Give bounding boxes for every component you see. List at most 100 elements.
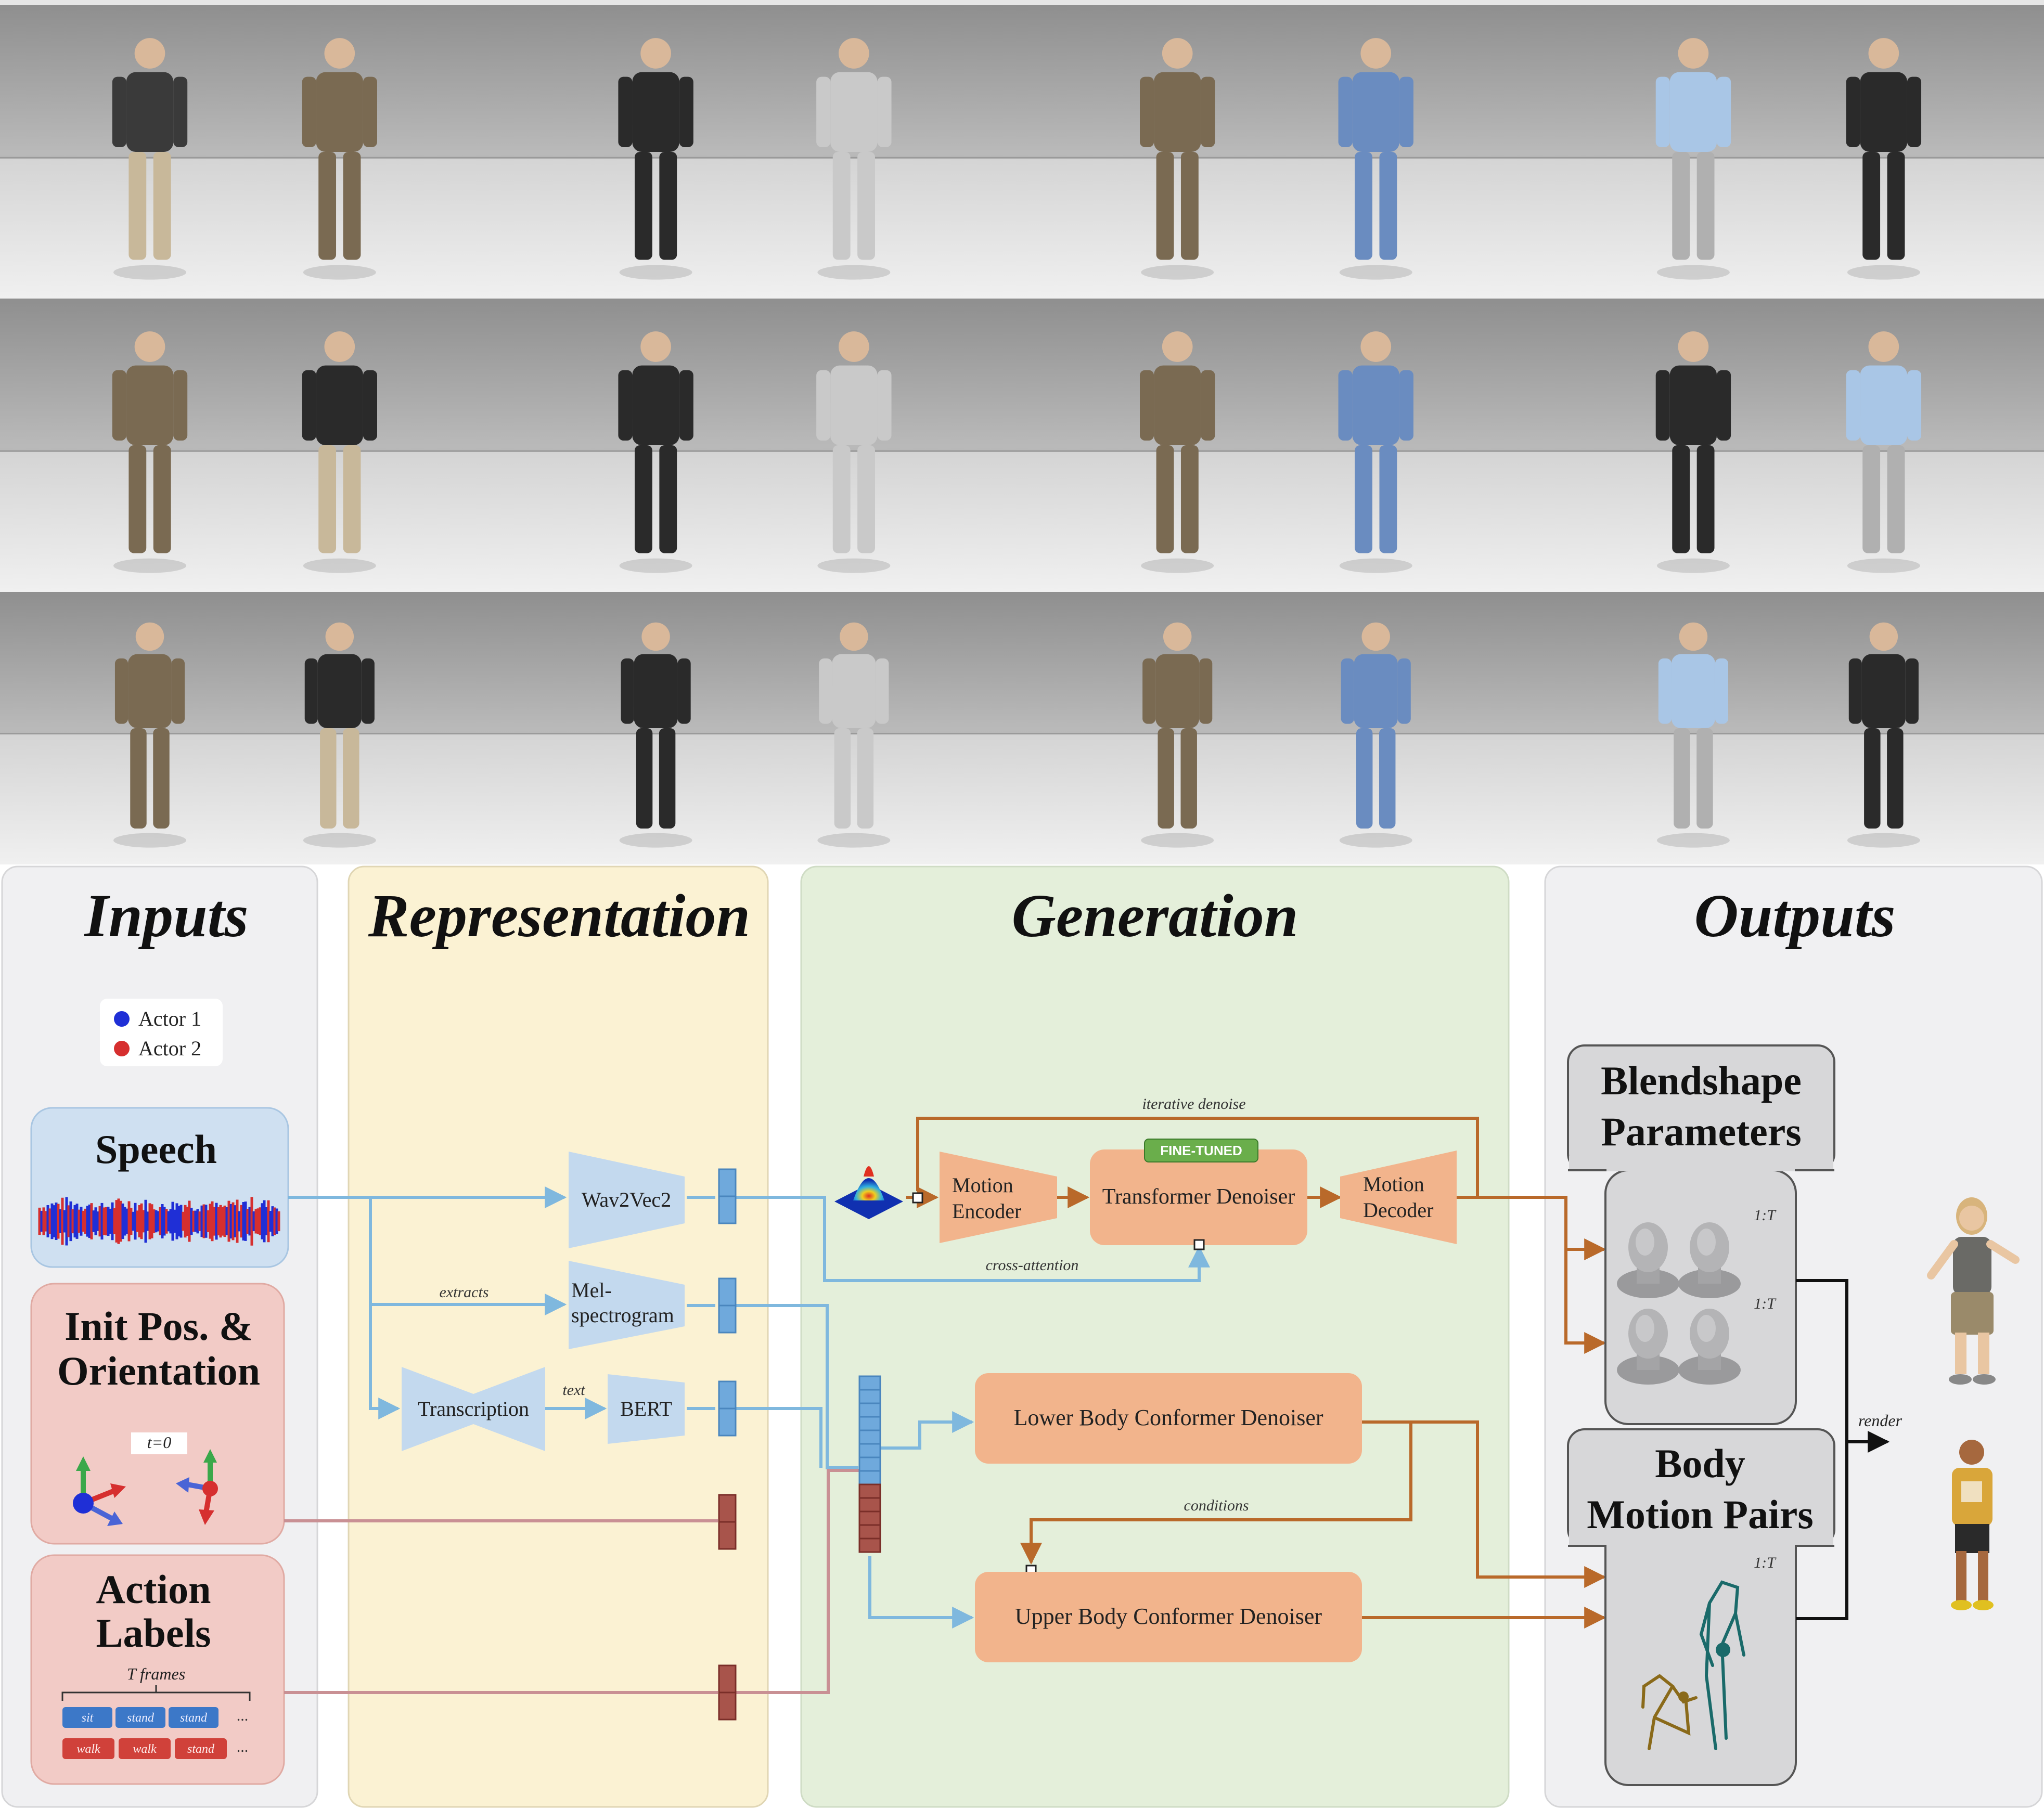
face-mesh-icon (1678, 1222, 1741, 1298)
transcription-block: Transcription (402, 1367, 545, 1451)
body-motion-range: 1:T (1754, 1554, 1777, 1571)
character-figure (1846, 331, 1922, 573)
character-figure (817, 622, 891, 848)
scene-cell (0, 5, 499, 299)
character-figure (618, 38, 693, 280)
inputs-title: Inputs (84, 882, 249, 950)
transformer-denoiser-block: FINE-TUNED Transformer Denoiser (1090, 1139, 1307, 1250)
speech-feature-arrows (288, 1186, 1210, 1629)
actor1-dot (114, 1011, 130, 1027)
character-figure (302, 331, 377, 573)
character-figure (112, 331, 188, 573)
outputs-title: Outputs (1694, 882, 1896, 950)
character-figure (1141, 622, 1214, 848)
face-mesh-icon (1617, 1222, 1679, 1298)
character-figure (1338, 38, 1413, 280)
character-figure (618, 331, 693, 573)
motion-encoder-block: Motion Encoder (940, 1152, 1057, 1243)
generation-panel (800, 865, 1510, 1808)
axes-icon-actor2 (176, 1449, 218, 1525)
encoder-label-line2: Encoder (952, 1199, 1021, 1223)
scene-cell (0, 299, 499, 592)
wav2vec2-block: Wav2Vec2 (569, 1152, 685, 1248)
generation-arrows (906, 1117, 1606, 1629)
decoder-label-line2: Decoder (1363, 1198, 1433, 1222)
wav2vec2-label: Wav2Vec2 (582, 1188, 671, 1211)
transcription-label: Transcription (418, 1397, 529, 1420)
actor1-label: Actor 1 (138, 1007, 201, 1030)
body-motion-label-line1: Body (1655, 1441, 1745, 1486)
character-figure (113, 622, 186, 848)
init-label-line2: Orientation (57, 1348, 260, 1393)
character-figure (1655, 331, 1731, 573)
blendshape-range-1: 1:T (1754, 1207, 1777, 1224)
feature-tokens (718, 1168, 737, 1437)
speech-input: Speech (30, 1107, 289, 1268)
character-figure (816, 38, 892, 280)
condition-tokens (718, 1494, 737, 1721)
generation-title: Generation (1012, 882, 1299, 950)
actor2-dot (114, 1041, 130, 1056)
bert-block: BERT (608, 1374, 685, 1444)
blendshape-label-line1: Blendshape (1601, 1058, 1802, 1103)
t0-label: t=0 (147, 1433, 171, 1452)
character-figure (1338, 331, 1413, 573)
character-figure (302, 38, 377, 280)
motion-decoder-block: Motion Decoder (1340, 1151, 1457, 1244)
scene-cell (499, 592, 1021, 864)
action-chip: walk (133, 1742, 157, 1756)
encoder-label-line1: Motion (952, 1173, 1013, 1197)
action-row-actor1: sit stand stand ... (62, 1707, 248, 1728)
bert-label: BERT (620, 1397, 672, 1420)
body-motion-output: Body Motion Pairs 1:T (1567, 1428, 1835, 1786)
actor2-label: Actor 2 (138, 1037, 201, 1060)
face-mesh-icon (1617, 1309, 1679, 1385)
text-label: text (562, 1381, 585, 1399)
character-figure (1140, 331, 1215, 573)
blendshape-label-line2: Parameters (1601, 1109, 1801, 1154)
conditions-label: conditions (1184, 1497, 1249, 1514)
scene-cell (1543, 592, 2044, 864)
action-labels-input: Action Labels T frames sit stand stand .… (30, 1554, 285, 1785)
init-position-input: Init Pos. & Orientation t=0 (30, 1283, 285, 1545)
scene-cell (1021, 592, 1543, 864)
render-connector (1796, 1279, 1890, 1620)
scene-cell (1021, 5, 1543, 299)
skeleton-icons (1641, 1580, 1745, 1750)
character-figure (1140, 38, 1215, 280)
iterative-denoise-label: iterative denoise (1142, 1095, 1245, 1113)
scene-cell (1543, 5, 2044, 299)
scene-cell (0, 592, 499, 864)
character-figure (1655, 38, 1731, 280)
upper-body-label: Upper Body Conformer Denoiser (1015, 1604, 1322, 1629)
transformer-label: Transformer Denoiser (1102, 1185, 1295, 1209)
t-frames-label: T frames (127, 1664, 185, 1683)
cross-attention-port (1193, 1239, 1205, 1250)
character-figure (1846, 38, 1922, 280)
action-label-line1: Action (96, 1567, 211, 1612)
representation-title: Representation (368, 882, 750, 950)
character-figure (1847, 622, 1920, 848)
scene-cell (499, 299, 1021, 592)
scene-cell (499, 5, 1021, 299)
ellipsis: ... (237, 1738, 249, 1755)
encoder-input-port (912, 1192, 923, 1204)
concatenated-token-stack (858, 1375, 881, 1553)
axes-icon-actor1 (73, 1456, 126, 1526)
mel-label-line2: spectrogram (571, 1303, 674, 1327)
rendered-avatar-1 (1927, 1197, 2020, 1385)
blendshape-output: Blendshape Parameters 1:T 1:T (1567, 1044, 1835, 1425)
action-chip: stand (187, 1742, 215, 1756)
character-scene-grid (0, 0, 2044, 864)
representation-panel (348, 865, 769, 1808)
action-chip: walk (76, 1742, 100, 1756)
face-mesh-icons (1617, 1222, 1741, 1385)
extracts-label: extracts (440, 1284, 489, 1301)
action-chip: stand (180, 1711, 208, 1725)
rendered-avatar-2 (1951, 1440, 1994, 1610)
mel-label-line1: Mel- (571, 1278, 612, 1302)
cross-attention-label: cross-attention (986, 1257, 1079, 1274)
upper-body-conformer-block: Upper Body Conformer Denoiser (975, 1572, 1362, 1662)
mel-spectrogram-block: Mel- spectrogram (569, 1261, 685, 1349)
character-figure (112, 38, 188, 280)
